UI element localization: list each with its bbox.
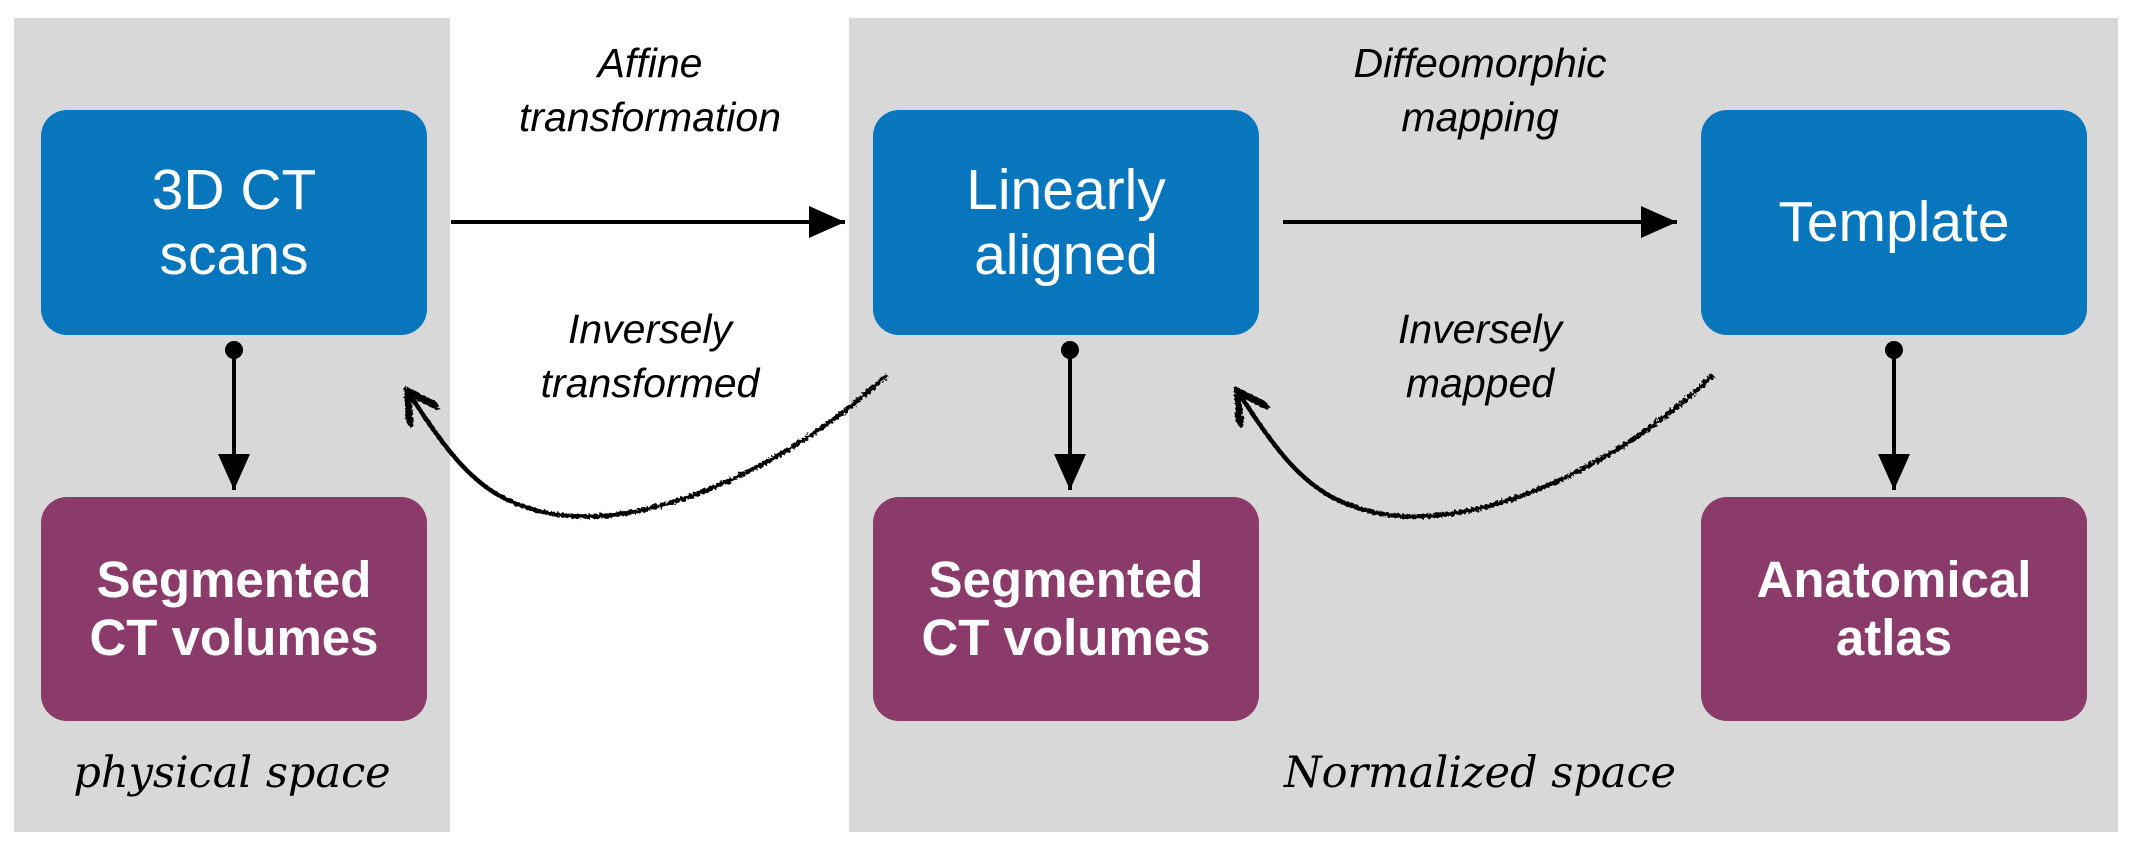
inversely-transformed-label: Inversely transformed — [470, 302, 830, 410]
normalized-space-label: Normalized space — [1283, 748, 1677, 798]
physical-space-label: physical space — [73, 748, 391, 798]
segment-arrow-physical — [218, 341, 250, 490]
atlas-arrow — [1878, 341, 1910, 490]
segmented-normalized-line-2: CT volumes — [921, 609, 1211, 666]
segmented-normalized-line-1: Segmented — [928, 551, 1204, 609]
ct-scans-box: 3D CT scans — [41, 110, 427, 335]
anatomical-atlas-line-1: Anatomical — [1756, 551, 2032, 609]
ct-scans-line-1: 3D CT — [151, 158, 317, 223]
affine-line-1: Affine — [597, 40, 703, 86]
affine-transformation-label: Affine transformation — [470, 36, 830, 144]
template-label: Template — [1778, 190, 2010, 255]
inversely-mapped-line-2: mapped — [1405, 360, 1555, 406]
segmented-ct-physical-box: Segmented CT volumes — [41, 497, 427, 721]
diffeomorphic-line-2: mapping — [1401, 94, 1559, 140]
anatomical-atlas-line-2: atlas — [1835, 609, 1953, 666]
inversely-transformed-arrow — [410, 373, 889, 519]
segmented-physical-line-1: Segmented — [96, 551, 372, 609]
inversely-mapped-arrow — [1240, 373, 1715, 519]
linearly-aligned-box: Linearly aligned — [873, 110, 1259, 335]
anatomical-atlas-box: Anatomical atlas — [1701, 497, 2087, 721]
segmented-ct-normalized-box: Segmented CT volumes — [873, 497, 1259, 721]
inversely-transformed-line-1: Inversely — [567, 306, 733, 352]
diffeomorphic-line-1: Diffeomorphic — [1353, 40, 1607, 86]
inversely-mapped-label: Inversely mapped — [1300, 302, 1660, 410]
inversely-transformed-line-2: transformed — [540, 360, 760, 406]
segmented-physical-line-2: CT volumes — [89, 609, 379, 666]
template-box: Template — [1701, 110, 2087, 335]
linearly-aligned-line-2: aligned — [974, 222, 1158, 287]
diffeomorphic-mapping-label: Diffeomorphic mapping — [1300, 36, 1660, 144]
affine-line-2: transformation — [518, 94, 782, 140]
ct-scans-line-2: scans — [159, 222, 309, 287]
linearly-aligned-line-1: Linearly — [966, 158, 1166, 223]
segment-arrow-normalized — [1054, 341, 1086, 490]
inversely-mapped-line-1: Inversely — [1397, 306, 1563, 352]
